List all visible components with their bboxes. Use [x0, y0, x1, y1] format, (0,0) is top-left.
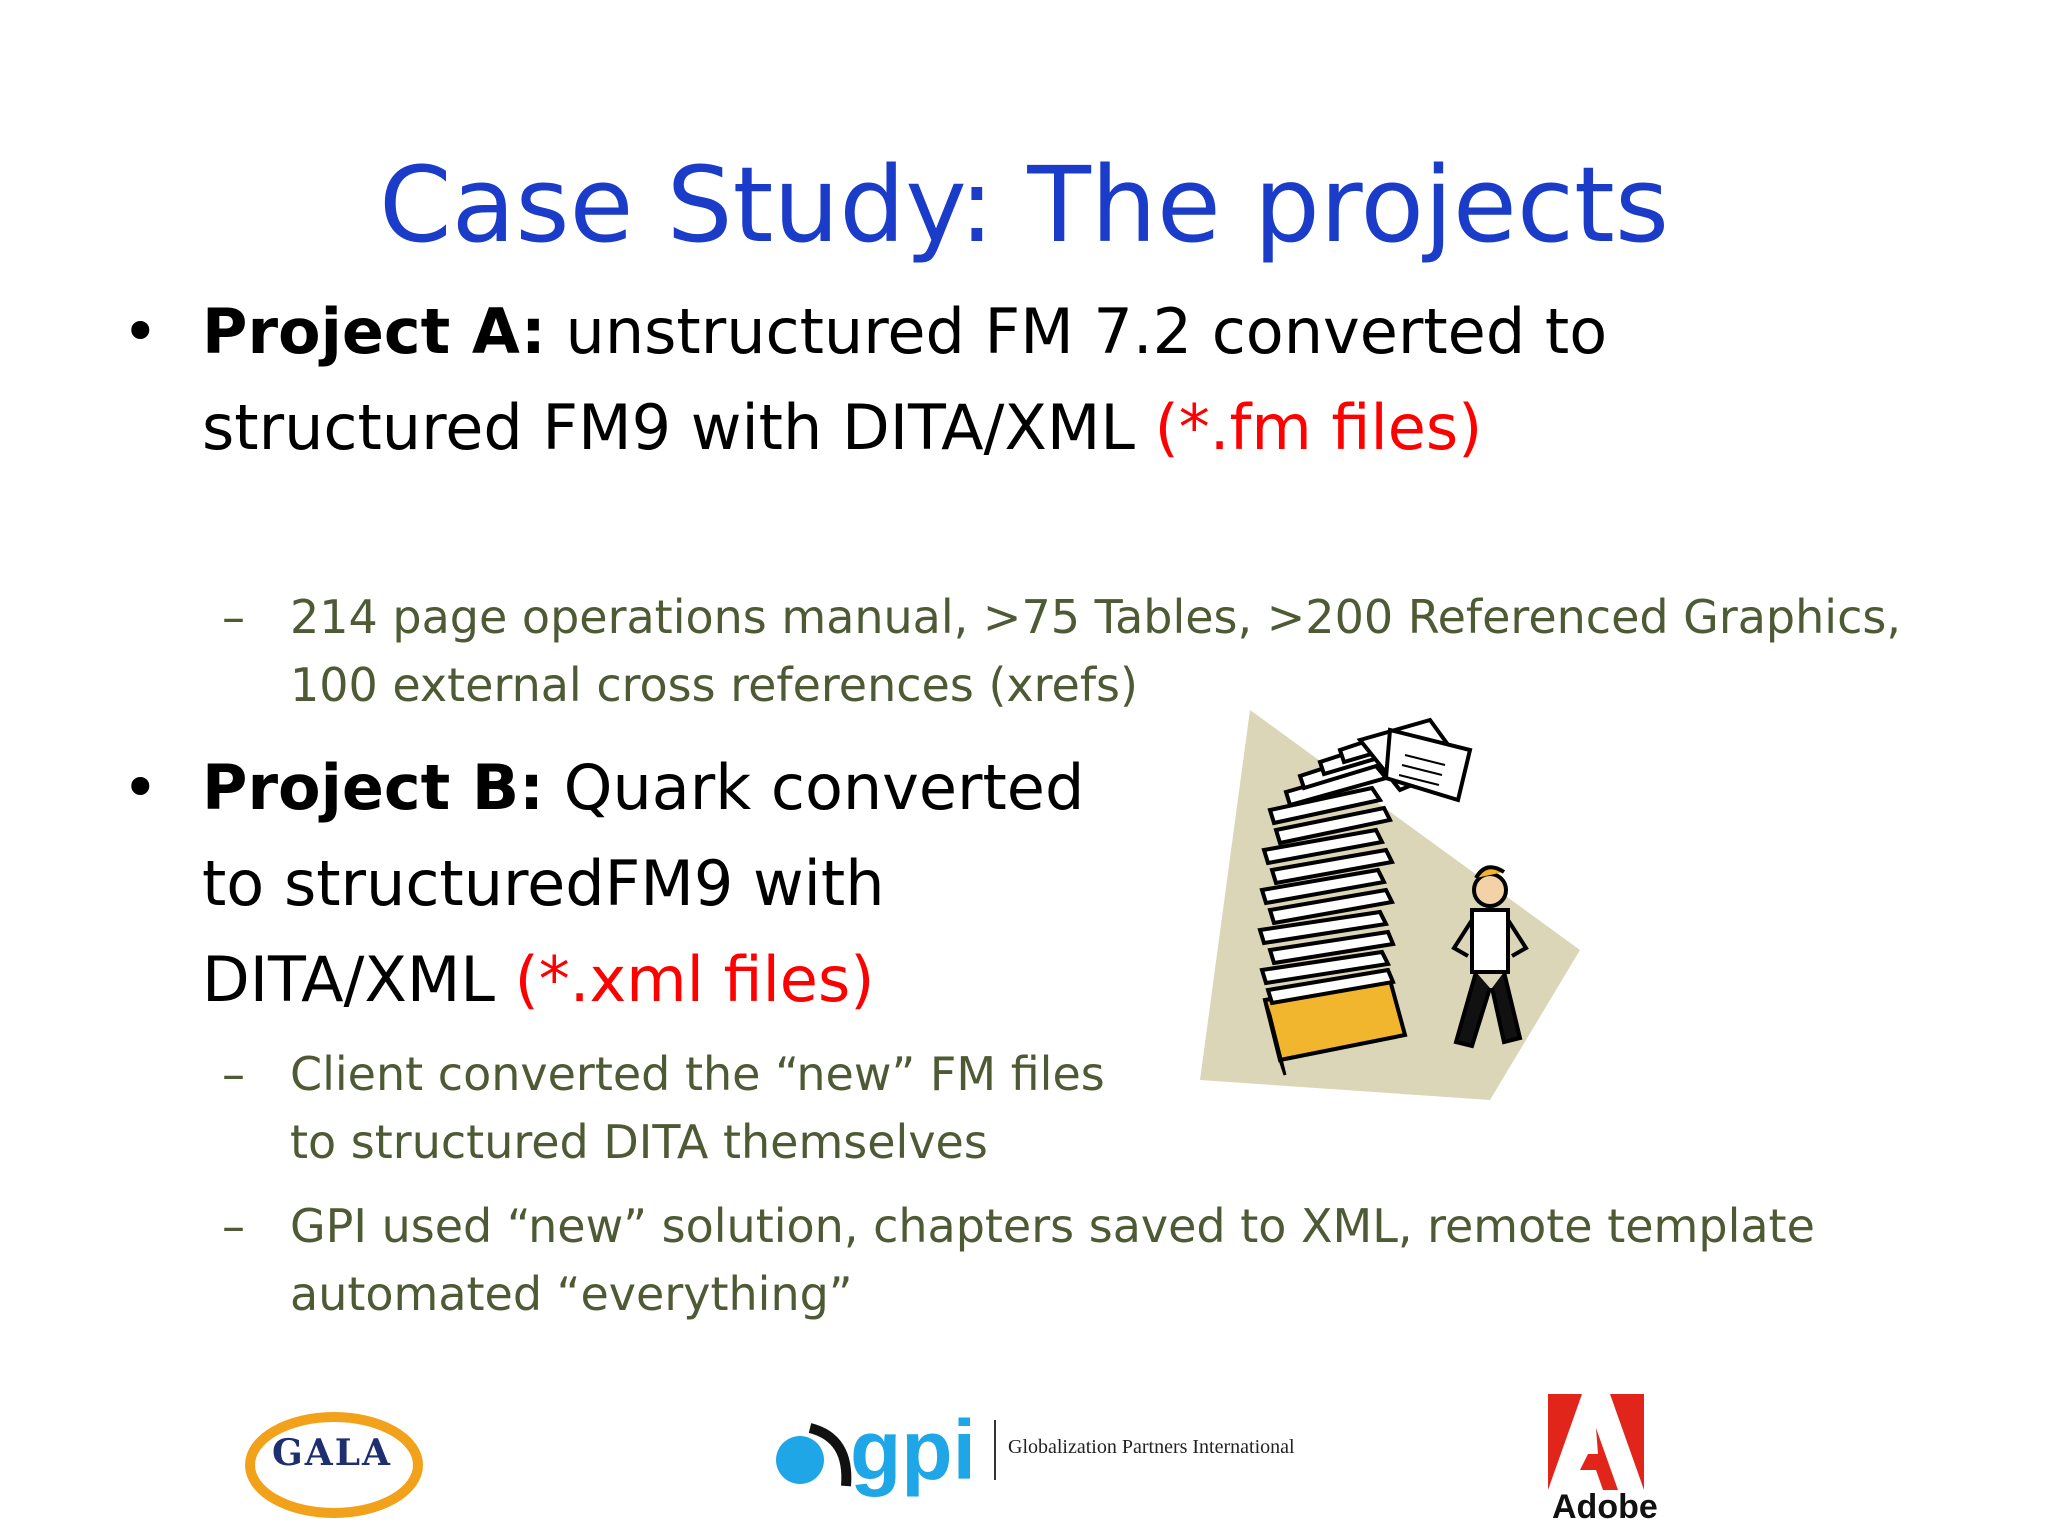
project-b-sub-2-line2: automated “everything”: [290, 1267, 853, 1321]
sub-bullet-marker: –: [222, 590, 245, 644]
project-b-line3: DITA/XML: [202, 943, 515, 1016]
project-b-sub-1: Client converted the “new” FM files to s…: [290, 1040, 1105, 1176]
bullet-project-a-line2: structured FM9 with DITA/XML (*.fm files…: [202, 380, 1607, 476]
project-b-sub-1-line1: Client converted the “new” FM files: [290, 1047, 1105, 1101]
project-a-sub-1-line2: 100 external cross references (xrefs): [290, 658, 1138, 712]
sub-bullet-marker: –: [222, 1199, 245, 1253]
project-a-line2: structured FM9 with DITA/XML: [202, 391, 1155, 464]
bullet-project-a: Project A: unstructured FM 7.2 converted…: [202, 284, 1607, 476]
gala-logo: [245, 1412, 423, 1518]
project-b-label: Project B:: [202, 751, 544, 824]
bullet-project-b-line3: DITA/XML (*.xml files): [202, 932, 1084, 1028]
adobe-logo: [1548, 1394, 1644, 1490]
project-a-label: Project A:: [202, 295, 546, 368]
gpi-tagline: Globalization Partners International: [1008, 1436, 1295, 1458]
project-b-sub-2: GPI used “new” solution, chapters saved …: [290, 1192, 1815, 1328]
project-a-line1-rest: unstructured FM 7.2 converted to: [545, 295, 1608, 368]
gpi-logo: [776, 1423, 852, 1487]
project-a-sub-1: 214 page operations manual, >75 Tables, …: [290, 583, 1901, 719]
adobe-logo-text: Adobe: [1552, 1488, 1658, 1526]
bullet-marker: •: [122, 295, 159, 368]
project-b-sub-2-line1: GPI used “new” solution, chapters saved …: [290, 1199, 1815, 1253]
project-a-sub-1-line1: 214 page operations manual, >75 Tables, …: [290, 590, 1901, 644]
project-b-highlight: (*.xml files): [514, 943, 875, 1016]
gala-logo-text: GALA: [272, 1432, 392, 1474]
bullet-project-b: Project B: Quark converted to structured…: [202, 740, 1084, 1028]
bullet-project-b-line2: to structuredFM9 with: [202, 847, 885, 920]
project-b-sub-1-line2: to structured DITA themselves: [290, 1115, 988, 1169]
project-a-highlight: (*.fm files): [1154, 391, 1483, 464]
bullet-marker: •: [122, 751, 159, 824]
bullet-project-b-line1: Project B: Quark converted: [202, 740, 1084, 836]
gpi-divider: [994, 1420, 996, 1480]
bullet-project-a-line1: Project A: unstructured FM 7.2 converted…: [202, 284, 1607, 380]
sub-bullet-marker: –: [222, 1047, 245, 1101]
project-b-line1-rest: Quark converted: [543, 751, 1085, 824]
slide-title: Case Study: The projects: [379, 144, 1669, 266]
gpi-logo-text: gpi: [850, 1403, 976, 1497]
paper-stack-person-icon: [1200, 710, 1580, 1100]
